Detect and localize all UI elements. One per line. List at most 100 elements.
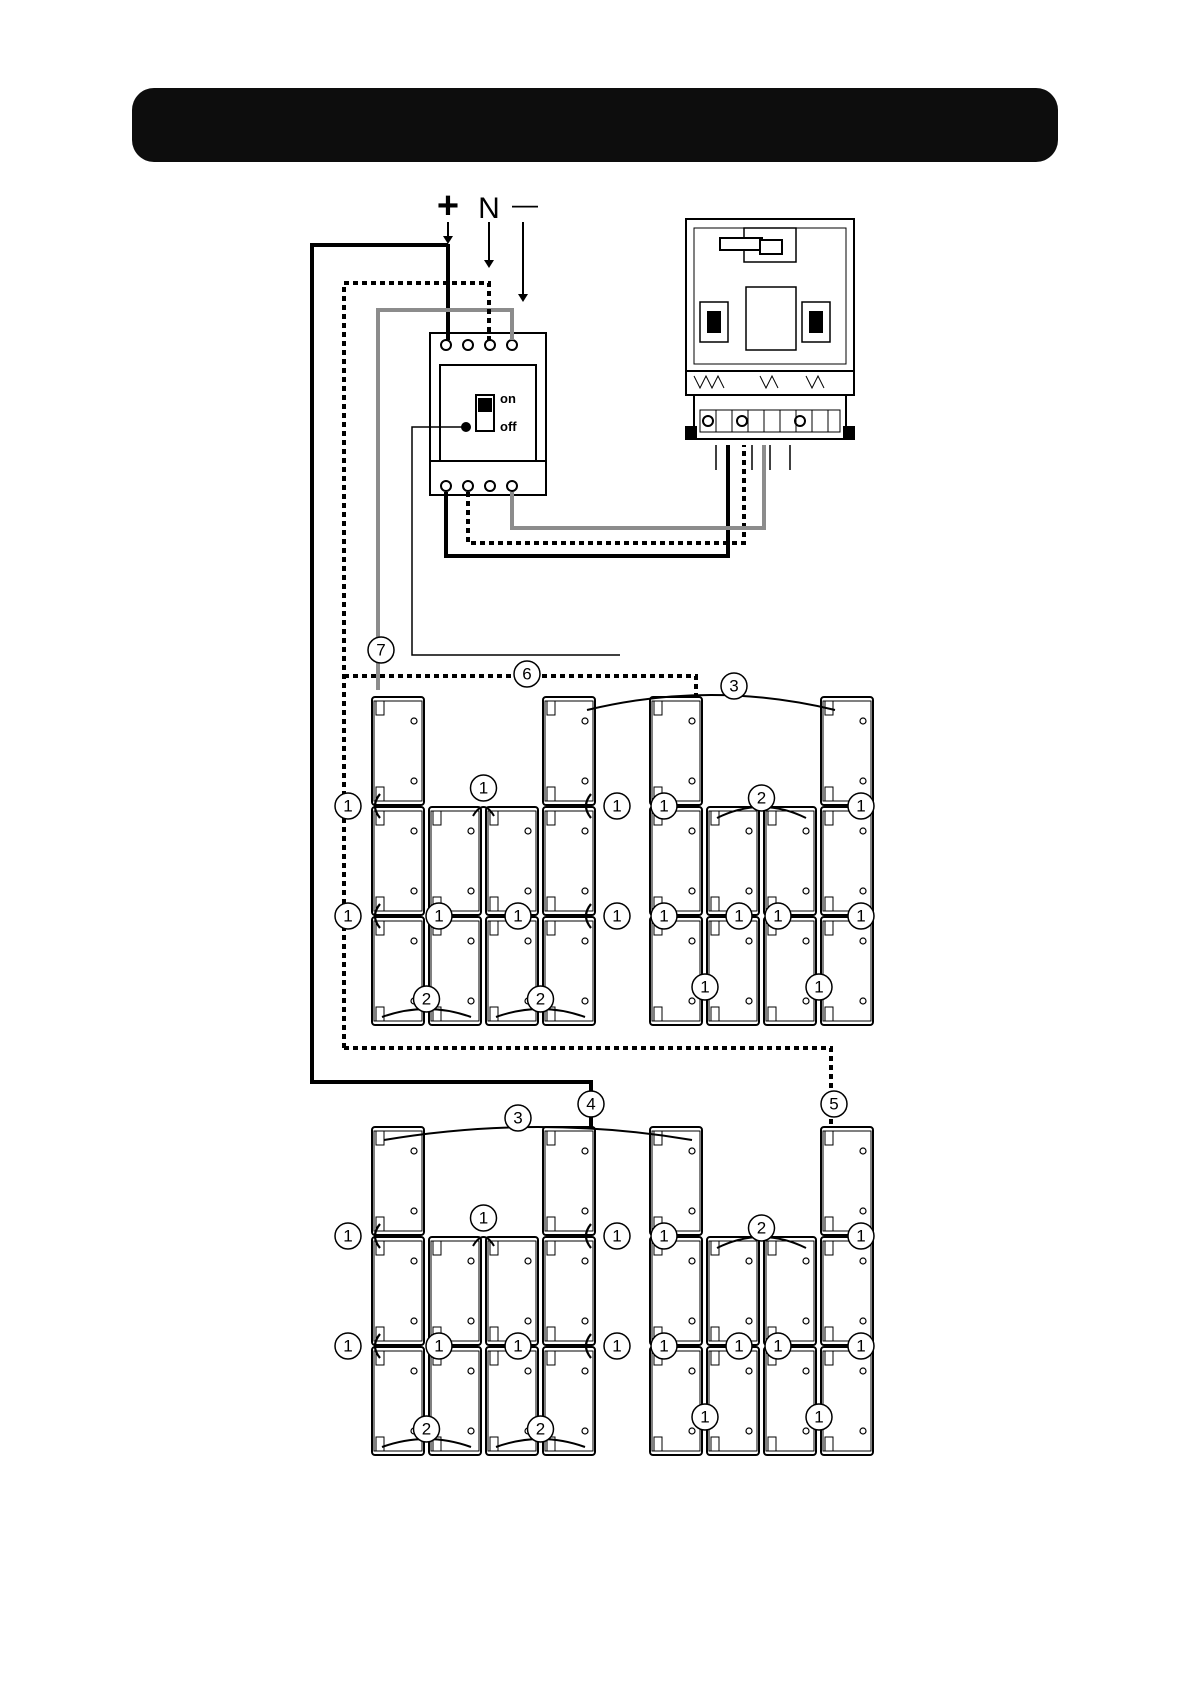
callout-2: 2 [528, 986, 554, 1012]
callout-1: 1 [651, 1333, 677, 1359]
battery [764, 917, 816, 1025]
battery [821, 1237, 873, 1345]
callout-1: 1 [335, 903, 361, 929]
svg-text:5: 5 [829, 1095, 838, 1114]
svg-text:2: 2 [536, 990, 545, 1009]
battery [372, 807, 424, 915]
callout-1: 1 [426, 1333, 452, 1359]
callout-1: 1 [848, 793, 874, 819]
callout-1: 1 [848, 903, 874, 929]
callout-1: 1 [765, 903, 791, 929]
battery [821, 697, 873, 805]
battery [764, 807, 816, 915]
svg-text:1: 1 [612, 907, 621, 926]
svg-text:1: 1 [773, 907, 782, 926]
input-arrows [443, 222, 528, 302]
battery [372, 1237, 424, 1345]
negative-terminal-label: — [512, 189, 538, 219]
svg-text:1: 1 [343, 797, 352, 816]
battery [764, 1237, 816, 1345]
callout-2: 2 [528, 1416, 554, 1442]
battery [650, 1237, 702, 1345]
svg-text:1: 1 [513, 1337, 522, 1356]
svg-text:1: 1 [479, 1209, 488, 1228]
callout-2: 2 [749, 785, 775, 811]
callout-5: 5 [821, 1091, 847, 1117]
battery [707, 917, 759, 1025]
callout-1: 1 [335, 793, 361, 819]
battery [543, 1127, 595, 1235]
battery [543, 807, 595, 915]
svg-text:1: 1 [343, 1337, 352, 1356]
svg-text:1: 1 [513, 907, 522, 926]
circuit-breaker [430, 333, 546, 495]
battery [543, 697, 595, 805]
callout-1: 1 [604, 1333, 630, 1359]
battery [764, 1347, 816, 1455]
svg-text:1: 1 [700, 978, 709, 997]
battery [650, 807, 702, 915]
svg-text:2: 2 [422, 1420, 431, 1439]
breaker-off-label: off [500, 419, 517, 434]
svg-text:7: 7 [376, 641, 385, 660]
callout-1: 1 [651, 1223, 677, 1249]
callout-1: 1 [726, 1333, 752, 1359]
callout-1: 1 [335, 1333, 361, 1359]
svg-text:2: 2 [757, 789, 766, 808]
callout-6: 6 [514, 661, 540, 687]
battery [707, 1347, 759, 1455]
battery [372, 1127, 424, 1235]
svg-text:3: 3 [729, 677, 738, 696]
svg-text:2: 2 [536, 1420, 545, 1439]
battery [650, 1127, 702, 1235]
callout-1: 1 [651, 793, 677, 819]
battery [821, 1347, 873, 1455]
callout-1: 1 [692, 974, 718, 1000]
callout-1: 1 [604, 1223, 630, 1249]
svg-text:1: 1 [659, 1227, 668, 1246]
callout-3: 3 [505, 1105, 531, 1131]
callout-1: 1 [471, 1205, 497, 1231]
svg-text:1: 1 [343, 907, 352, 926]
breaker-on-label: on [500, 391, 516, 406]
battery [650, 917, 702, 1025]
svg-text:4: 4 [586, 1095, 595, 1114]
svg-text:1: 1 [343, 1227, 352, 1246]
callout-2: 2 [414, 1416, 440, 1442]
neutral-terminal-label: N [478, 192, 500, 225]
svg-text:1: 1 [773, 1337, 782, 1356]
svg-text:1: 1 [856, 797, 865, 816]
battery [821, 1127, 873, 1235]
callout-1: 1 [848, 1333, 874, 1359]
callout-1: 1 [505, 903, 531, 929]
svg-text:1: 1 [612, 1227, 621, 1246]
callout-1: 1 [848, 1223, 874, 1249]
callout-2: 2 [414, 986, 440, 1012]
battery [429, 807, 481, 915]
svg-text:6: 6 [522, 665, 531, 684]
battery [821, 917, 873, 1025]
callout-1: 1 [651, 903, 677, 929]
battery [429, 1237, 481, 1345]
callout-1: 1 [692, 1404, 718, 1430]
callout-3: 3 [721, 673, 747, 699]
callout-1: 1 [726, 903, 752, 929]
callout-1: 1 [471, 775, 497, 801]
callout-1: 1 [604, 903, 630, 929]
callout-1: 1 [426, 903, 452, 929]
callout-1: 1 [806, 1404, 832, 1430]
callout-1: 1 [335, 1223, 361, 1249]
svg-text:1: 1 [659, 1337, 668, 1356]
svg-text:1: 1 [612, 797, 621, 816]
svg-text:3: 3 [513, 1109, 522, 1128]
svg-text:1: 1 [434, 907, 443, 926]
callout-7: 7 [368, 637, 394, 663]
callout-1: 1 [604, 793, 630, 819]
callout-1: 1 [505, 1333, 531, 1359]
ups-unit [686, 219, 854, 439]
svg-text:1: 1 [659, 797, 668, 816]
svg-text:1: 1 [612, 1337, 621, 1356]
battery [650, 1347, 702, 1455]
battery [821, 807, 873, 915]
